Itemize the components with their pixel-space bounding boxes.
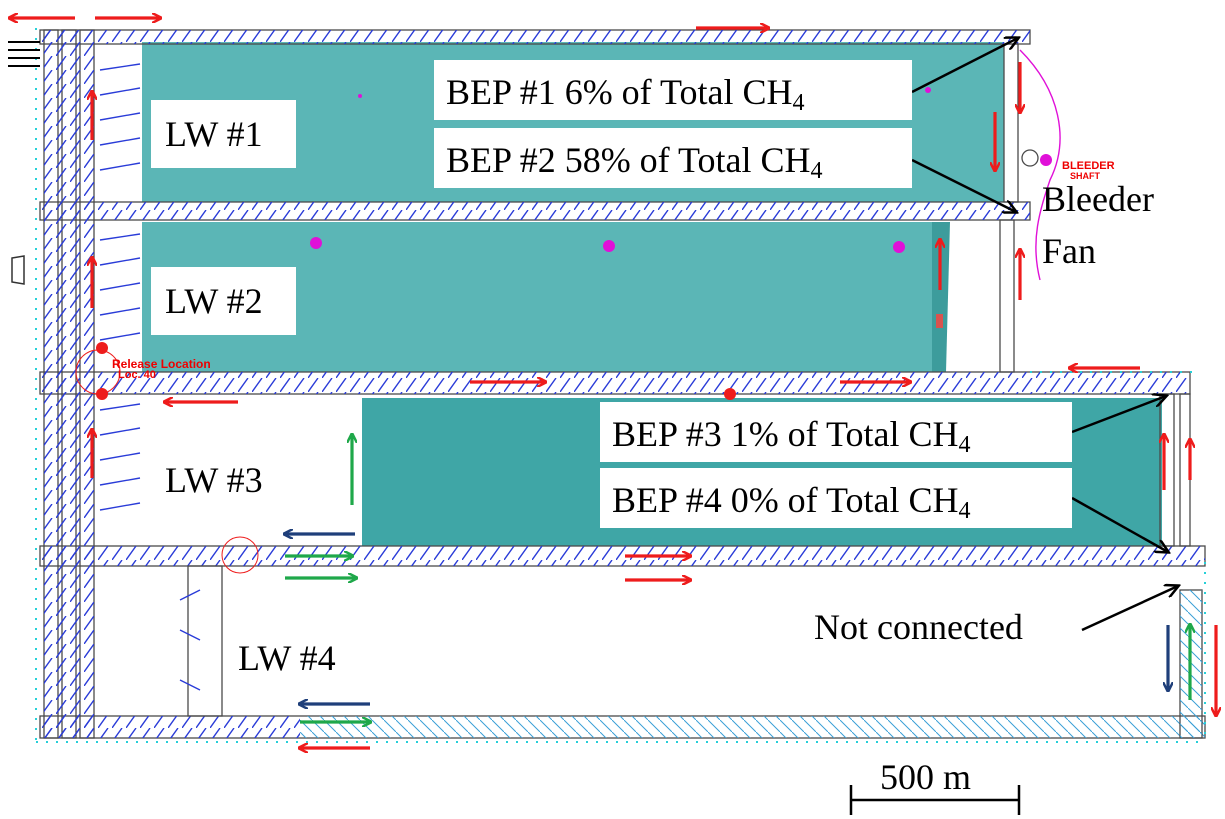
mine-entries: [39, 29, 1206, 739]
bep4-text: BEP #4 0% of Total CH: [612, 480, 959, 520]
bleeder-shaft-label-1: BLEEDER: [1062, 160, 1115, 172]
bep2-subscript: 4: [810, 158, 823, 184]
gob-lw2-corner: [932, 222, 950, 372]
callout-arrow-bep2: [911, 158, 1016, 212]
panel-label-lw4: LW #4: [238, 638, 336, 678]
crosscut-spurs: [99, 63, 201, 691]
bep1-label: BEP #1 6% of Total CH4: [434, 60, 912, 120]
bleeder-shaft: [1019, 49, 1061, 281]
bep2-label: BEP #2 58% of Total CH4: [434, 128, 912, 188]
bleeder-east-3: [1159, 393, 1175, 547]
bleeder-east-2: [999, 219, 1015, 373]
bleeder-east-1: [1003, 43, 1019, 203]
bleeder-fan-label-line1: Bleeder: [1042, 179, 1154, 219]
callout-arrow-bep1: [911, 38, 1018, 94]
callout-arrows: [911, 38, 1178, 632]
scale-bar-label: 500 m: [880, 757, 972, 797]
release-location-label-2: Loc. 40: [118, 369, 156, 381]
callout-arrow-bep3: [1071, 396, 1166, 434]
lw4-crosscut: [187, 565, 223, 717]
bleeder-shaft-label-2: SHAFT: [1070, 171, 1100, 181]
callout-arrow-not-connected: [1081, 586, 1178, 632]
release-location: [75, 342, 736, 574]
panel-label-lw1: LW #1: [151, 100, 296, 168]
bep2-text: BEP #2 58% of Total CH: [446, 140, 811, 180]
callout-arrow-bep4: [1071, 496, 1168, 552]
release-location-label-1: Release Location: [112, 357, 211, 371]
not-connected-label: Not connected: [814, 607, 1023, 647]
bep4-label: BEP #4 0% of Total CH4: [600, 468, 1072, 528]
left-stubs: [8, 41, 40, 285]
panel-label-lw3: LW #3: [165, 460, 263, 500]
gob-markers: [310, 87, 931, 253]
bep3-text: BEP #3 1% of Total CH: [612, 414, 959, 454]
bleeder-fan-label-line2: Fan: [1042, 231, 1096, 271]
bep3-label: BEP #3 1% of Total CH4: [600, 402, 1072, 462]
bep3-subscript: 4: [958, 432, 971, 458]
survey-points: [35, 28, 1206, 743]
gob-red-block: [936, 314, 943, 328]
bep1-subscript: 4: [792, 90, 805, 116]
bep1-text: BEP #1 6% of Total CH: [446, 72, 793, 112]
bep4-subscript: 4: [958, 498, 971, 524]
scale-bar: [849, 785, 1021, 815]
airflow-arrows: [10, 18, 1216, 748]
panel-label-lw2: LW #2: [151, 267, 296, 335]
